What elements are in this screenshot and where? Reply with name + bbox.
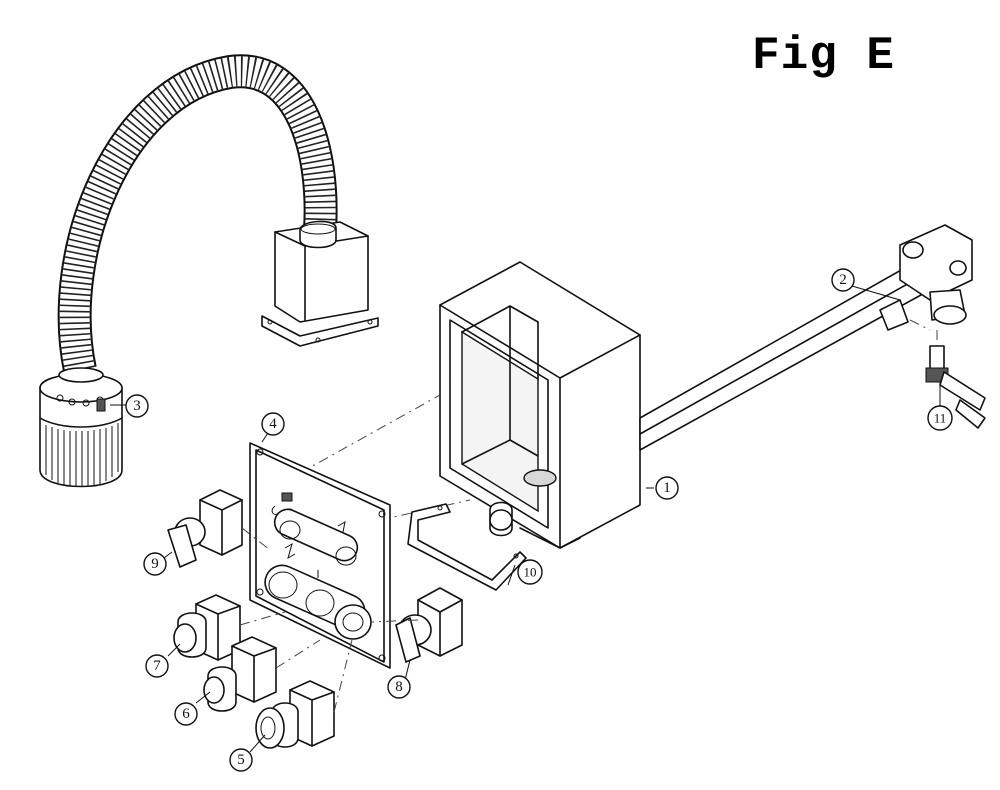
callout-4: 4 [261,412,285,436]
callout-4-label: 4 [269,416,277,432]
selector-switch-8 [369,587,463,663]
callout-1: 1 [655,476,679,500]
callout-1-label: 1 [663,480,671,496]
pushbutton-7 [173,594,286,661]
work-lamp [39,54,379,488]
callout-9: 9 [143,552,167,576]
callout-11-label: 11 [934,411,947,426]
callout-3-label: 3 [133,398,141,414]
callout-7: 7 [145,654,169,678]
selector-switch-9 [167,489,271,568]
callout-5: 5 [229,748,253,772]
callout-10: 10 [517,559,543,585]
callout-6-label: 6 [182,706,190,722]
callout-11: 11 [927,405,953,431]
control-panel [249,394,471,669]
callout-2: 2 [831,268,855,292]
callout-6: 6 [174,702,198,726]
callout-7-label: 7 [153,658,161,674]
electrical-box [439,261,641,549]
callout-8-label: 8 [395,679,403,695]
clamp-handle [925,330,986,429]
support-arm [639,224,986,451]
callout-3: 3 [125,394,149,418]
callout-5-label: 5 [237,752,245,768]
callout-9-label: 9 [151,556,159,572]
callout-8: 8 [387,675,411,699]
emergency-stop-5 [255,639,353,749]
callout-2-label: 2 [839,272,847,288]
callout-10-label: 10 [524,565,537,580]
mounting-bracket [407,503,527,591]
figure-title: Fig E [752,30,896,82]
pushbutton-6 [203,636,321,712]
